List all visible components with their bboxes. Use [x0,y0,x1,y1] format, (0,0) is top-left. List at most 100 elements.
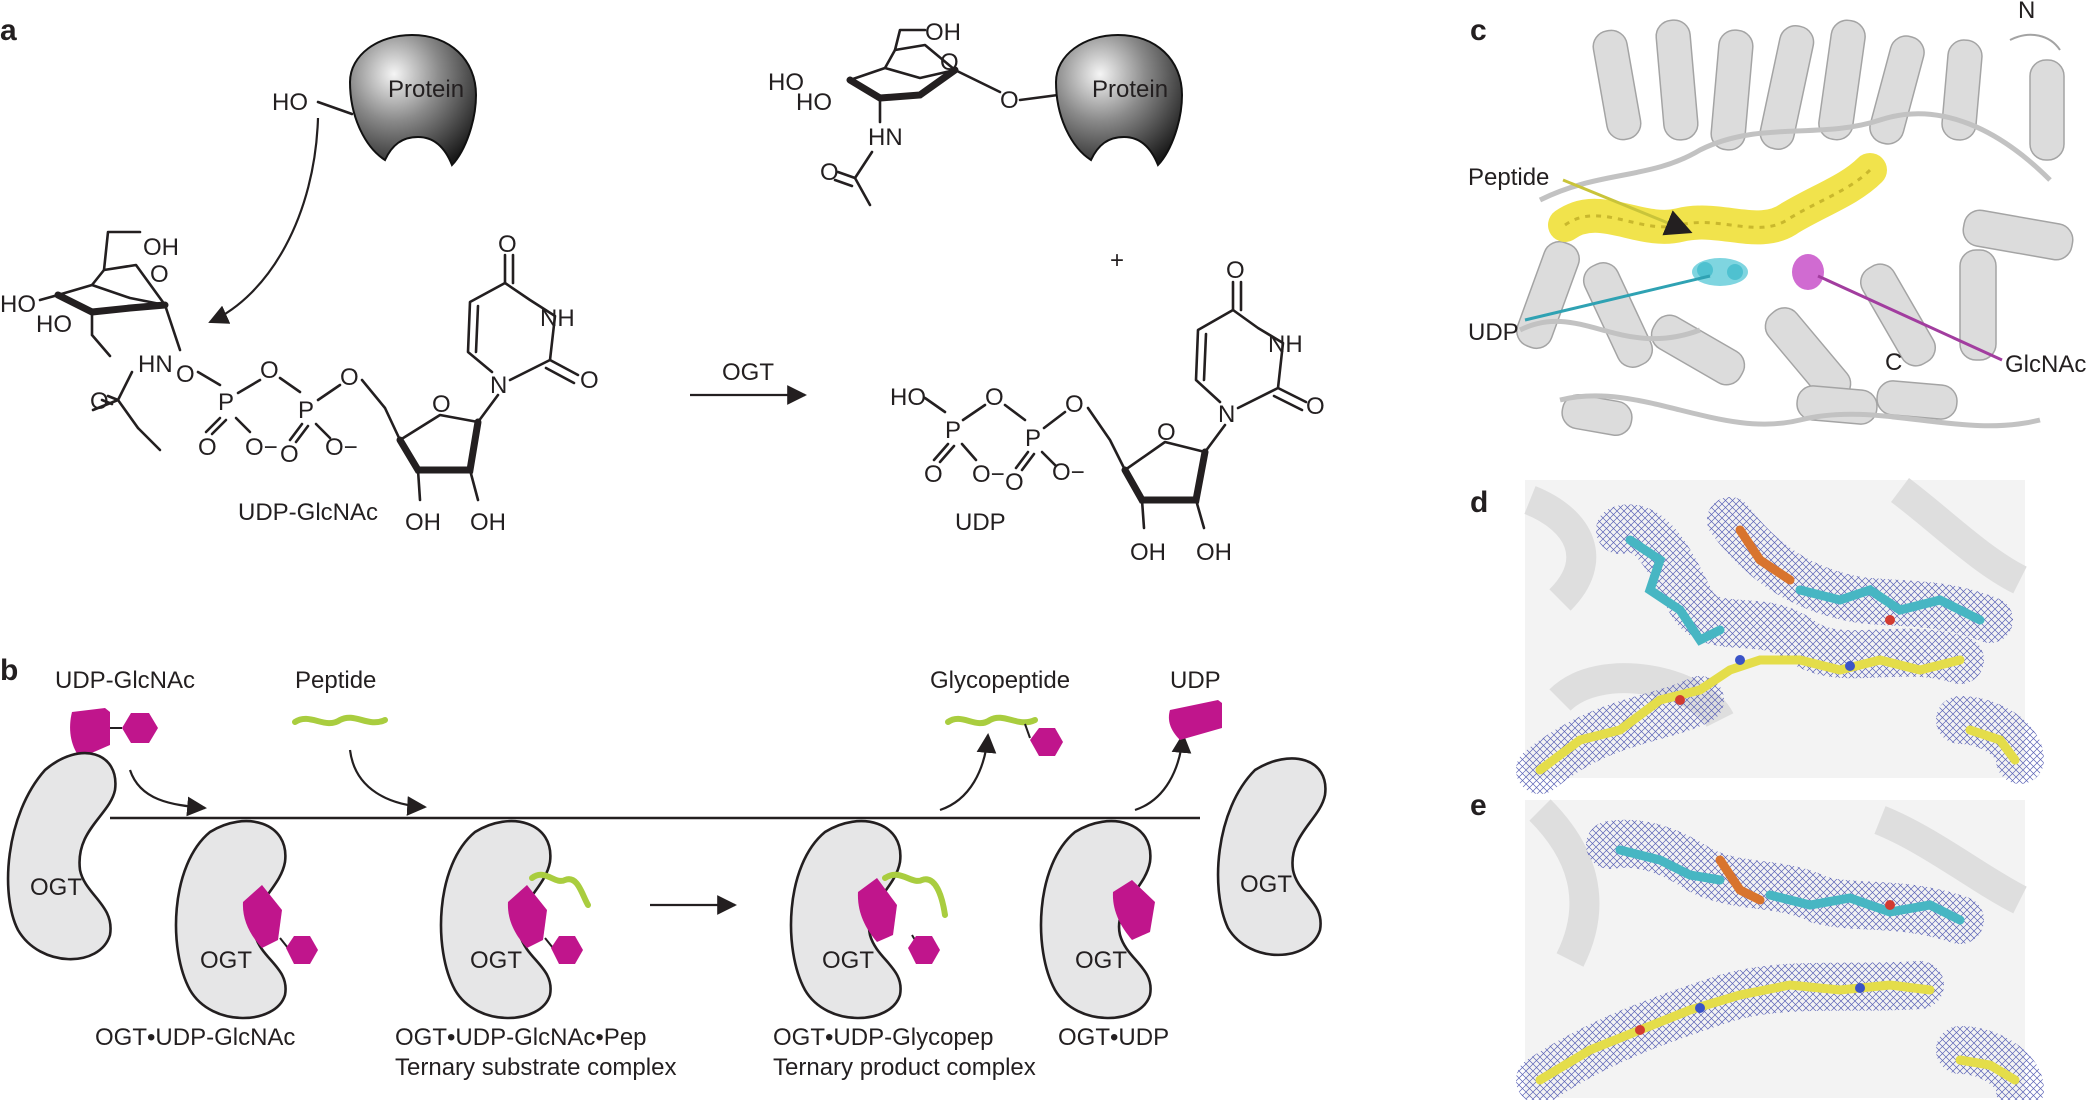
ogt-udp-glcnac-complex: OGT [174,819,318,1020]
panel-letter-a: a [0,14,17,47]
protein-blob-left: Protein [348,33,478,167]
atom-uracil-o2: O [580,367,599,394]
atom-p-ho1: HO [768,69,804,96]
atom-p-glyco-o: O [1000,87,1019,114]
panel-letter-e: e [1470,789,1487,822]
ogt-label-4: OGT [822,947,874,974]
udp-structure: HO P O O− O P O O− O O OH OH N [890,257,1325,566]
product-label-udp: UDP [955,509,1006,536]
atom-p-ring-o: O [940,49,959,76]
atom-p-ho2: HO [796,89,832,116]
panel-c: c [1468,0,2086,437]
peptide-pointer-label: Peptide [1468,164,1549,191]
udp-pointer-label: UDP [1468,319,1519,346]
panel-letter-d: d [1470,486,1488,519]
protein-blob-right: Protein [1054,33,1184,167]
atom-u-p1: P [945,417,961,444]
udp-glcnac-icon [70,708,158,758]
density-map-d [1516,478,2044,794]
label-peptide: Peptide [295,667,376,694]
atom-o-acetyl: O [90,388,109,415]
ogt-label-3: OGT [470,947,522,974]
c-terminus-label: C [1885,349,1902,376]
atom-u-n1: N [1218,401,1235,428]
atom-u-nh: NH [1268,331,1303,358]
atom-u-p1-ominus: O− [972,461,1005,488]
n-terminus-label: N [2018,0,2035,24]
ogt-label-5: OGT [1075,947,1127,974]
label-udp: UDP [1170,667,1221,694]
atom-ring-o: O [150,261,169,288]
panel-letter-c: c [1470,14,1487,47]
arrow-bind-peptide [348,749,427,816]
atom-u-oh-2prime: OH [1130,539,1166,566]
atom-uracil-n1: N [490,372,507,399]
protein-label-right: Protein [1092,76,1168,103]
atom-ho-1: HO [0,291,36,318]
arrow-release-glycopeptide [939,733,997,812]
panel-letter-b: b [0,654,18,687]
reagent-label: UDP-GlcNAc [238,499,378,526]
atom-o-glycosidic: O [176,361,195,388]
ogt-udp-complex: OGT [1039,819,1155,1020]
ogt-label-6: OGT [1240,871,1292,898]
atom-u-p2-o: O [1005,469,1024,496]
ogt-free-right: OGT [1216,757,1327,957]
complex-label-2b: Ternary substrate complex [395,1054,676,1081]
panel-e: e [1470,789,2044,1100]
atom-uracil-o4: O [498,231,517,258]
atom-hn: HN [138,351,173,378]
ogt-free-left: OGT [6,751,117,961]
density-map-e [1516,799,2044,1100]
glycoprotein-product: OH O HO HO HN O O [768,19,1060,207]
atom-u-ho: HO [890,384,926,411]
atom-u-o2: O [1306,393,1325,420]
protein-label-left: Protein [388,76,464,103]
attack-arrow [208,117,320,324]
label-udp-glcnac: UDP-GlcNAc [55,667,195,694]
peptide-spheres [1548,153,1887,245]
ogt-label-1: OGT [30,874,82,901]
atom-p-hn: HN [868,124,903,151]
atom-u-o4: O [1226,257,1245,284]
ogt-ternary-product: OGT [789,819,948,1020]
udp-spheres [1692,258,1748,286]
atom-ribose-o: O [432,391,451,418]
panel-b: b UDP-GlcNAc Peptide Glycopeptide UDP OG… [0,654,1327,1081]
peptide-pointer [1562,178,1693,236]
panel-a: a Protein HO OH O HO HO HN O [0,14,1325,566]
atom-p2-o: O [280,441,299,468]
atom-oh-top: OH [143,234,179,261]
ogt-ternary-substrate: OGT [439,819,591,1020]
atom-oh-3prime: OH [470,509,506,536]
ogt-cartoon-structure [1516,19,2074,437]
atom-p1-ominus: O− [245,434,278,461]
atom-u-p1-o: O [924,461,943,488]
arrow-release-udp [1134,733,1192,812]
atom-p-oh: OH [925,19,961,46]
atom-u-bridge-o: O [985,384,1004,411]
atom-u-ribose-o: O [1157,419,1176,446]
panel-d: d [1470,478,2044,794]
atom-ho-2: HO [36,311,72,338]
complex-label-1: OGT•UDP-GlcNAc [95,1024,295,1051]
complex-label-3a: OGT•UDP-Glycopep [773,1024,993,1051]
label-glycopeptide: Glycopeptide [930,667,1070,694]
atom-uracil-nh: NH [540,305,575,332]
atom-p1: P [218,389,234,416]
ogt-label-2: OGT [200,947,252,974]
glcnac-pointer [1817,274,2003,362]
enzyme-label: OGT [722,359,774,386]
arrow-bind-glcnac [128,769,207,817]
glcnac-spheres [1792,254,1824,290]
udp-pointer [1524,274,1711,322]
atom-u-p2-ominus: O− [1052,459,1085,486]
atom-u-oh-3prime: OH [1196,539,1232,566]
plus-sign: + [1110,247,1124,274]
atom-p-o-acetyl: O [820,159,839,186]
atom-p1-o: O [198,434,217,461]
atom-5prime-o: O [340,364,359,391]
atom-oh-2prime: OH [405,509,441,536]
glycopeptide-icon [945,714,1063,756]
complex-label-3b: Ternary product complex [773,1054,1036,1081]
